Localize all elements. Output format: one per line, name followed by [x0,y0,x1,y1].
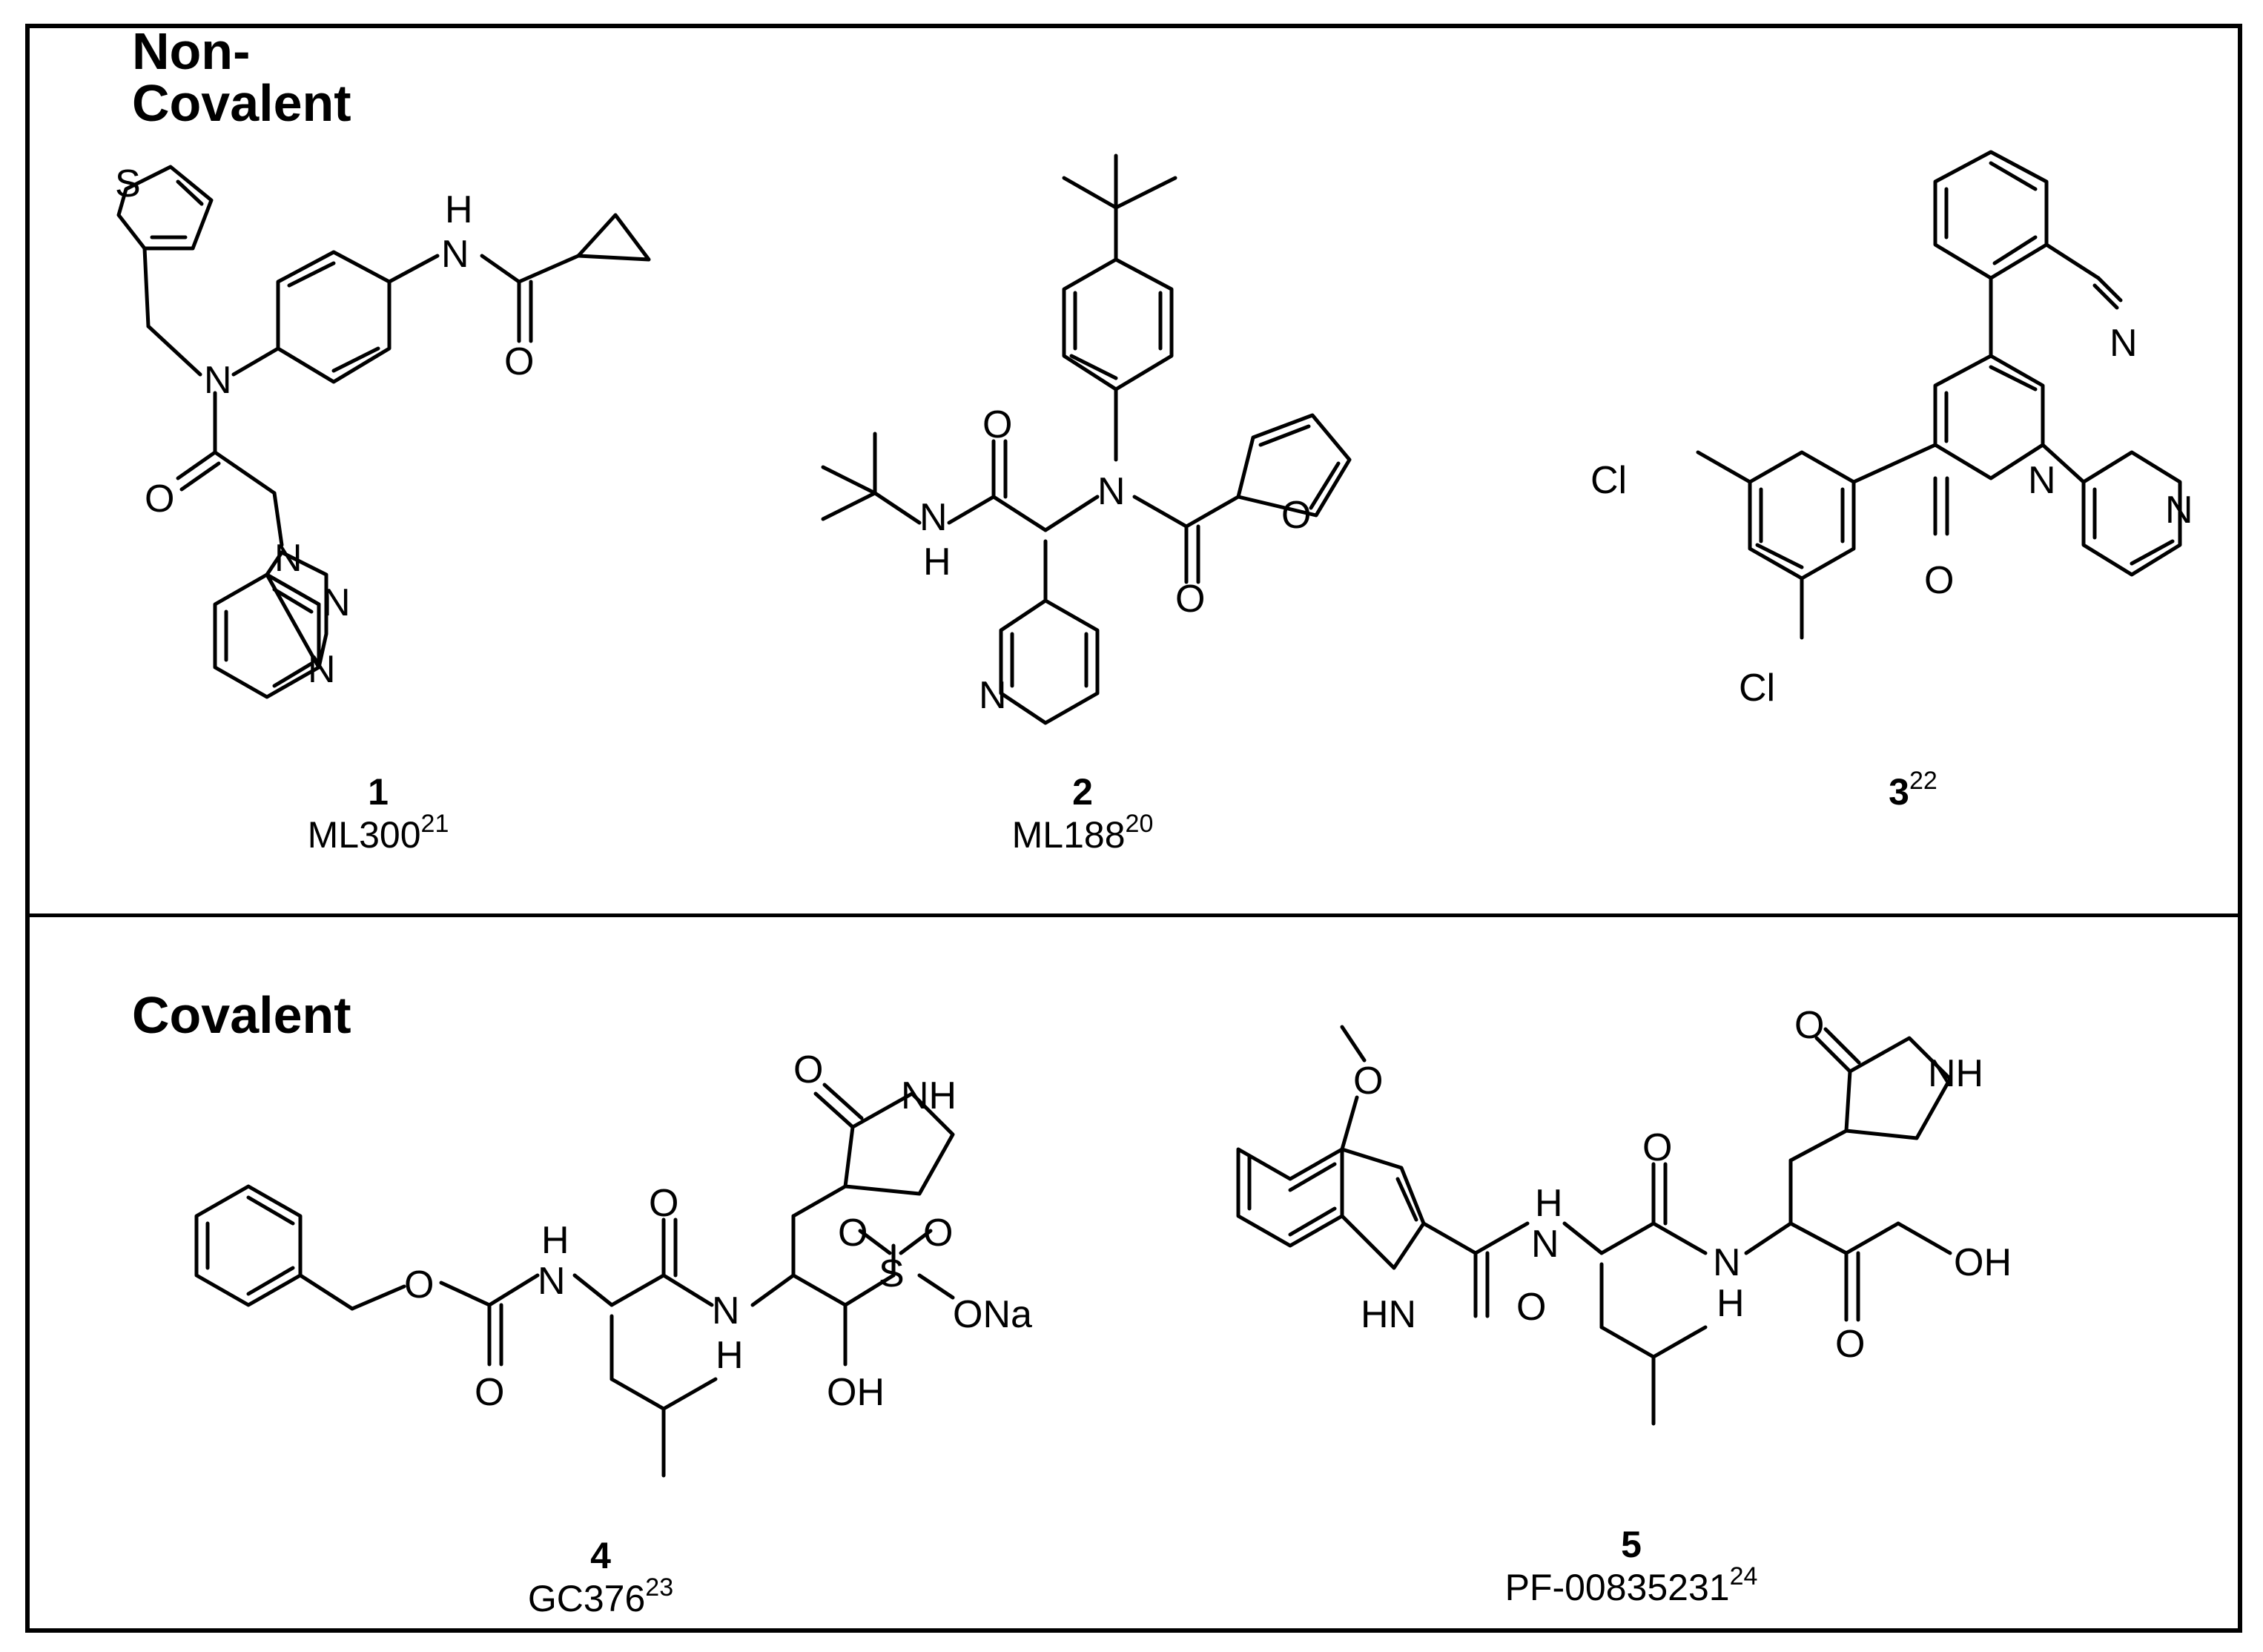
atom-label-h: H [1717,1282,1745,1325]
compound-number: 4 [590,1535,611,1576]
atom-label-oh: OH [1954,1241,2012,1284]
atom-label-o: O [982,403,1012,446]
atom-label-o: O [1281,494,1311,537]
atom-label-n: N [274,537,303,580]
atom-label-n: N [1713,1241,1741,1284]
structure-compound-5 [1236,1025,1952,1426]
atom-label-n: N [979,674,1007,717]
atom-label-n: N [919,496,948,539]
compound-caption: 322 [1839,767,1987,814]
atom-label-o: O [1835,1323,1865,1366]
atom-label-o: O [1353,1060,1383,1103]
compound-number: 1 [368,771,389,813]
compound-reference: 20 [1125,809,1154,838]
atom-label-nh: NH [1928,1052,1983,1095]
compound-name: PF-00835231 [1504,1566,1730,1608]
compound-number: 5 [1621,1524,1642,1565]
atom-label-h: H [445,188,473,231]
structure-compound-1 [116,165,651,699]
atom-label-o: O [923,1212,953,1255]
compound-caption: 2 ML18820 [957,771,1209,856]
compound-number: 3 [1889,771,1909,813]
atom-label-o: O [404,1263,434,1306]
compound-reference: 23 [645,1573,674,1602]
atom-label-s: S [115,162,141,205]
compound-name: ML300 [307,813,421,856]
noncovalent-section-title: Non-Covalent [132,22,351,132]
atom-label-o: O [1175,578,1205,621]
atom-label-o: O [649,1182,678,1225]
compound-name: ML188 [1011,813,1126,856]
atom-label-ona: ONa [953,1293,1032,1336]
atom-label-o: O [1516,1286,1546,1329]
atom-label-o: O [793,1048,823,1091]
atom-label-cl: Cl [1590,459,1627,502]
figure-frame [25,24,2242,1633]
atom-label-o: O [504,340,534,383]
atom-label-cl: Cl [1739,667,1775,710]
atom-labels: S H N O N O N N N O N N H N O O N N O Cl… [115,162,2193,1414]
compound-caption: 5 PF-0083523124 [1453,1524,1809,1609]
compound-reference: 21 [420,809,449,838]
atom-label-n: N [1531,1223,1559,1266]
atom-label-n: N [2165,489,2193,532]
covalent-section-title: Covalent [132,986,351,1044]
atom-label-h: H [541,1219,569,1262]
structure-compound-2 [821,153,1352,725]
section-divider [25,913,2242,917]
atom-label-n: N [204,359,232,402]
compound-reference: 24 [1729,1562,1758,1590]
atom-label-n: N [441,233,469,276]
atom-label-s: S [879,1252,905,1295]
compound-reference: 22 [1909,767,1937,795]
atom-label-n: N [2028,459,2056,502]
atom-label-h: H [1535,1182,1563,1225]
atom-label-o: O [1642,1126,1672,1169]
atom-label-o: O [1924,559,1954,602]
atom-label-h: H [716,1334,744,1377]
atom-label-n: N [323,581,351,624]
compound-caption: 4 GC37623 [475,1535,727,1620]
atom-label-n: N [712,1289,740,1332]
atom-label-hn: HN [1361,1293,1416,1336]
atom-label-o: O [1794,1004,1824,1047]
atom-label-oh: OH [827,1371,885,1414]
atom-label-o: O [145,478,174,521]
atom-label-n: N [538,1260,566,1303]
atom-label-o: O [475,1371,504,1414]
atom-label-o: O [838,1212,868,1255]
structure-compound-3 [1696,150,2182,640]
structure-compound-4 [194,1083,955,1478]
atom-label-h: H [923,541,951,584]
atom-label-n: N [308,648,336,691]
atom-label-n: N [1097,470,1126,513]
atom-label-n: N [2110,322,2138,365]
compound-number: 2 [1072,771,1093,813]
compound-name: GC376 [527,1577,646,1619]
atom-label-nh: NH [901,1074,957,1117]
compound-caption: 1 ML30021 [252,771,504,856]
